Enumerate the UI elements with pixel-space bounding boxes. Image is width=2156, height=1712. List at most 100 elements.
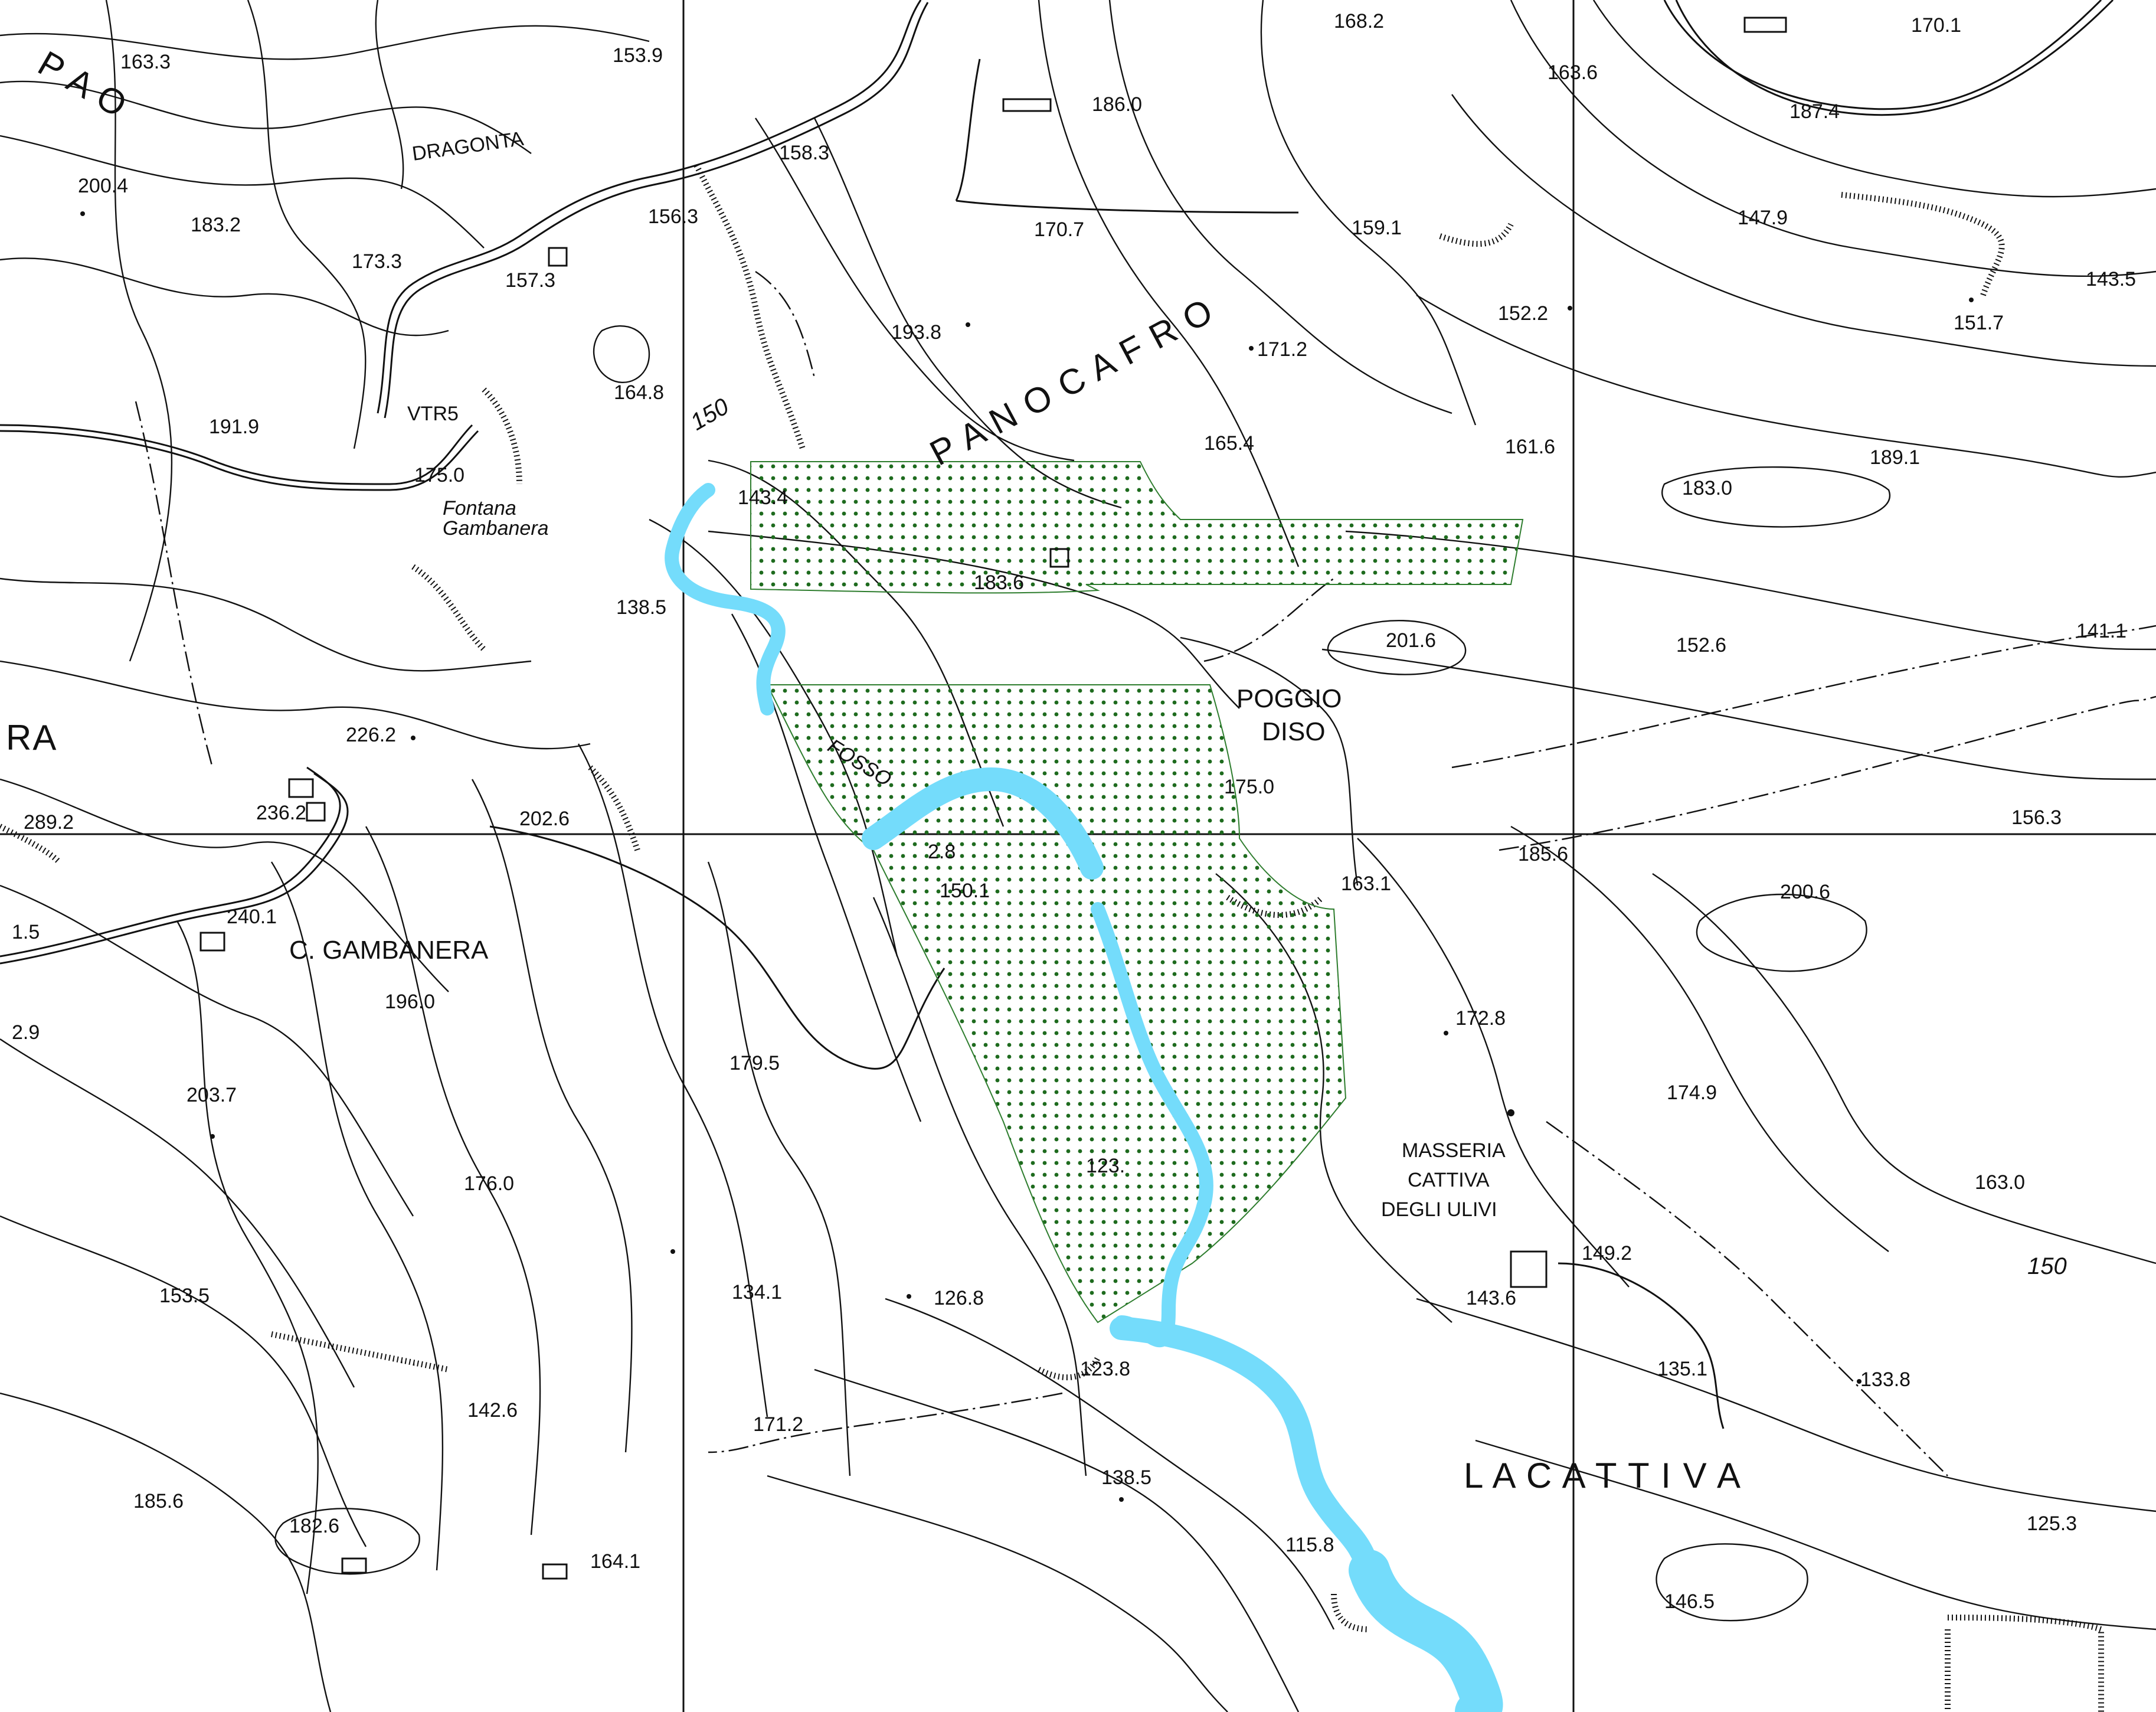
spot-heights: [80, 211, 1974, 1502]
place-label-diso: DISO: [1262, 717, 1326, 746]
place-label-cattiva: CATTIVA: [1408, 1169, 1490, 1191]
elevation-label: 289.2: [24, 811, 74, 834]
elevation-label: 157.3: [505, 269, 555, 292]
elevation-label: 240.1: [227, 906, 277, 928]
elevation-label: 203.7: [187, 1084, 237, 1106]
elevation-label: 149.2: [1582, 1242, 1632, 1265]
forest-area-north: [750, 461, 1524, 594]
elevation-label: 125.3: [2027, 1512, 2077, 1535]
watercourse: [665, 483, 1503, 1712]
elevation-label: 147.9: [1738, 207, 1788, 229]
building: [306, 802, 326, 822]
building: [1743, 17, 1787, 33]
building: [199, 932, 225, 952]
elevation-label: 150.1: [940, 880, 990, 902]
elevation-label: 123.8: [1080, 1358, 1130, 1380]
elevation-label: 183.6: [974, 571, 1024, 594]
place-label-c-gambanera: C. GAMBANERA: [289, 936, 489, 965]
elevation-label: 164.1: [590, 1550, 640, 1573]
elevation-label: 191.9: [209, 416, 259, 438]
elevation-label: 171.2: [753, 1413, 803, 1436]
elevation-label: 115.8: [1285, 1534, 1334, 1556]
place-label-masseria: MASSERIA: [1402, 1139, 1506, 1162]
elevation-label: 173.3: [352, 250, 402, 273]
elevation-label: 146.5: [1664, 1590, 1715, 1613]
elevation-label: 163.3: [120, 51, 171, 73]
place-label-degli-ulivi: DEGLI ULIVI: [1381, 1198, 1497, 1221]
escarpments: [0, 164, 2104, 1712]
boundary-lines: [135, 270, 2156, 1476]
building: [1510, 1250, 1548, 1288]
region-label-ra: RA: [6, 718, 57, 757]
elevation-label: 175.0: [1224, 776, 1274, 798]
elevation-label: 159.1: [1352, 217, 1402, 239]
elevation-label: 134.1: [732, 1281, 782, 1303]
elevation-label: 141.1: [2076, 620, 2126, 642]
building: [542, 1563, 568, 1580]
elevation-label: 143.4: [738, 486, 788, 509]
elevation-label: 189.1: [1870, 446, 1920, 469]
elevation-label: 2.8: [928, 841, 956, 863]
hilltop-contours: [274, 325, 1891, 1622]
elevation-label: 165.4: [1204, 432, 1254, 455]
elevation-label: 153.9: [613, 44, 663, 67]
elevation-label: 183.2: [191, 214, 241, 236]
region-label-la-cattiva: L A C A T T I V A: [1464, 1456, 1742, 1495]
elevation-label: 156.3: [2011, 806, 2062, 829]
elevation-label: 176.0: [464, 1172, 514, 1195]
elevation-label: 1.5: [12, 921, 40, 943]
elevation-label: 170.7: [1034, 218, 1084, 241]
elevation-label: 196.0: [385, 991, 435, 1013]
elevation-label: 164.8: [614, 381, 664, 404]
elevation-label: 161.6: [1505, 436, 1555, 458]
elevation-label: 193.8: [891, 321, 941, 344]
building: [1049, 548, 1069, 568]
elevation-label: 186.0: [1092, 93, 1142, 116]
elevation-label: 168.2: [1334, 10, 1384, 32]
elevation-label: 153.5: [159, 1285, 210, 1307]
buildings: [199, 17, 1787, 1580]
building: [548, 247, 568, 267]
place-label-poggio: POGGIO: [1236, 684, 1342, 713]
elevation-label: 152.2: [1498, 302, 1548, 325]
elevation-label: 126.8: [934, 1287, 984, 1309]
elevation-label: 187.4: [1789, 100, 1840, 123]
building: [1002, 98, 1052, 112]
place-label-gambanera: Gambanera: [443, 517, 549, 540]
elevation-label: 201.6: [1386, 629, 1436, 652]
elevation-label: 143.6: [1466, 1287, 1516, 1309]
elevation-label: 143.5: [2086, 268, 2136, 290]
elevation-label: 182.6: [289, 1515, 339, 1537]
elevation-label: 142.6: [467, 1399, 518, 1422]
building: [288, 778, 314, 798]
building: [341, 1557, 367, 1574]
elevation-label: 138.5: [1101, 1466, 1151, 1489]
elevation-label: 123.: [1086, 1155, 1125, 1177]
elevation-label: 163.0: [1975, 1171, 2025, 1194]
elevation-label: 174.9: [1667, 1082, 1717, 1104]
elevation-label: 185.6: [1518, 843, 1568, 865]
roads: [0, 0, 2114, 1429]
elevation-label: 172.8: [1455, 1007, 1506, 1030]
elevation-label: 138.5: [616, 596, 666, 619]
elevation-label: 2.9: [12, 1021, 40, 1044]
elevation-label: 236.2: [256, 802, 306, 824]
elevation-label: 200.6: [1780, 881, 1830, 903]
elevation-label: 135.1: [1657, 1358, 1707, 1380]
elevation-labels: 163.3 200.4 183.2 173.3 157.3 153.9 158.…: [12, 10, 2136, 1613]
elevation-label: 226.2: [346, 724, 396, 746]
elevation-label: 158.3: [779, 142, 829, 164]
elevation-label: 156.3: [648, 205, 698, 228]
elevation-label: 202.6: [519, 808, 570, 830]
elevation-label: 200.4: [78, 175, 128, 197]
elevation-label: 170.1: [1911, 14, 1961, 37]
elevation-label: 175.0: [414, 464, 464, 486]
elevation-label: 183.0: [1682, 477, 1732, 499]
elevation-label: 171.2: [1257, 338, 1307, 361]
elevation-label: 179.5: [729, 1052, 780, 1074]
elevation-label: 151.7: [1954, 312, 2004, 334]
elevation-label: 152.6: [1676, 634, 1726, 656]
place-label-vtr5: VTR5: [407, 403, 459, 425]
elevation-label: 133.8: [1860, 1368, 1910, 1391]
